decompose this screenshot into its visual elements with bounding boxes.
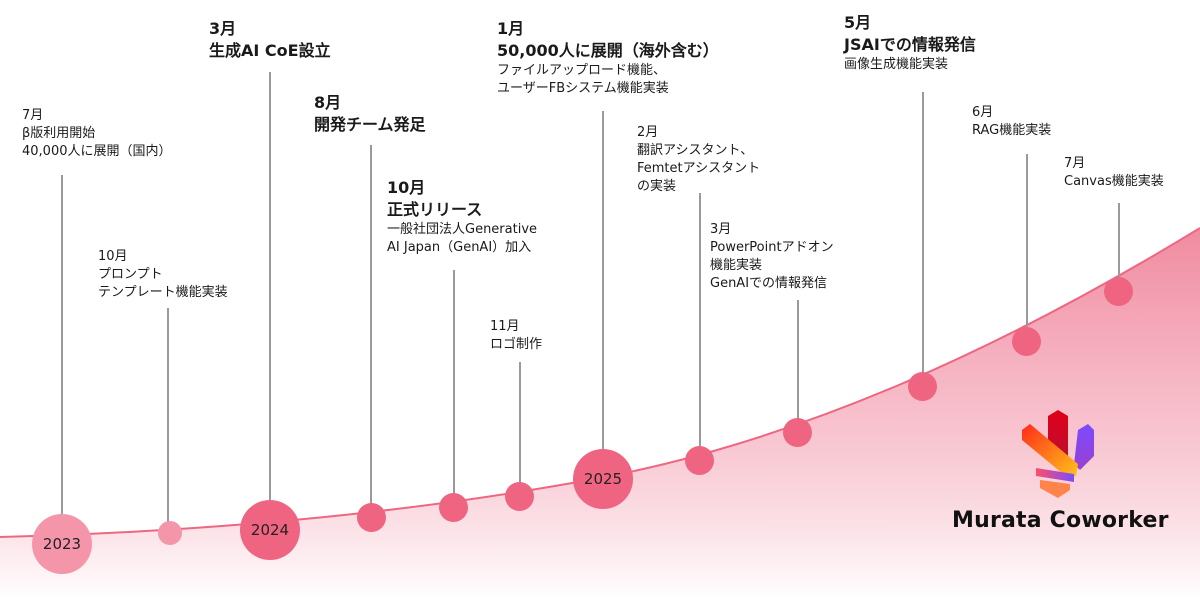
stem	[922, 92, 924, 374]
stem	[1118, 203, 1120, 283]
milestone-label: 6月 RAG機能実装	[972, 105, 1052, 138]
milestone-dot	[505, 482, 534, 511]
murata-coworker-logo-icon	[1022, 410, 1094, 498]
year-dot-2024: 2024	[240, 500, 300, 560]
stem	[797, 300, 799, 420]
stem	[453, 270, 455, 495]
year-dot-2025: 2025	[573, 449, 633, 509]
stem	[370, 145, 372, 505]
stem	[1026, 154, 1028, 329]
milestone-label: 8月 開発チーム発足	[314, 93, 426, 134]
milestone-dot	[908, 372, 937, 401]
stem	[167, 308, 169, 522]
milestone-dot	[685, 446, 714, 475]
milestone-label: 7月 β版利用開始 40,000人に展開（国内）	[22, 108, 172, 159]
stem	[269, 72, 271, 502]
milestone-dot	[357, 503, 386, 532]
milestone-dot	[1104, 277, 1133, 306]
milestone-label: 10月 プロンプト テンプレート機能実装	[98, 249, 228, 300]
milestone-label: 11月 ロゴ制作	[490, 319, 543, 352]
logo-wordmark: Murata Coworker	[952, 508, 1169, 533]
milestone-label: 3月 PowerPointアドオン 機能実装 GenAIでの情報発信	[710, 222, 834, 291]
stem	[519, 362, 521, 484]
milestone-dot	[439, 493, 468, 522]
year-dot-2023: 2023	[32, 514, 92, 574]
milestone-label: 7月 Canvas機能実装	[1064, 156, 1164, 189]
stem	[602, 111, 604, 451]
milestone-dot	[1012, 327, 1041, 356]
stem	[699, 193, 701, 448]
milestone-dot	[158, 521, 182, 545]
milestone-dot	[783, 418, 812, 447]
stem	[61, 175, 63, 515]
milestone-label: 5月 JSAIでの情報発信 画像生成機能実装	[844, 13, 976, 72]
milestone-label: 1月 50,000人に展開（海外含む） ファイルアップロード機能、 ユーザーFB…	[497, 19, 719, 96]
milestone-label: 2月 翻訳アシスタント、 Femtetアシスタント の実装	[637, 125, 761, 194]
milestone-label: 3月 生成AI CoE設立	[209, 19, 331, 60]
milestone-label: 10月 正式リリース 一般社団法人Generative AI Japan（Gen…	[387, 178, 538, 255]
